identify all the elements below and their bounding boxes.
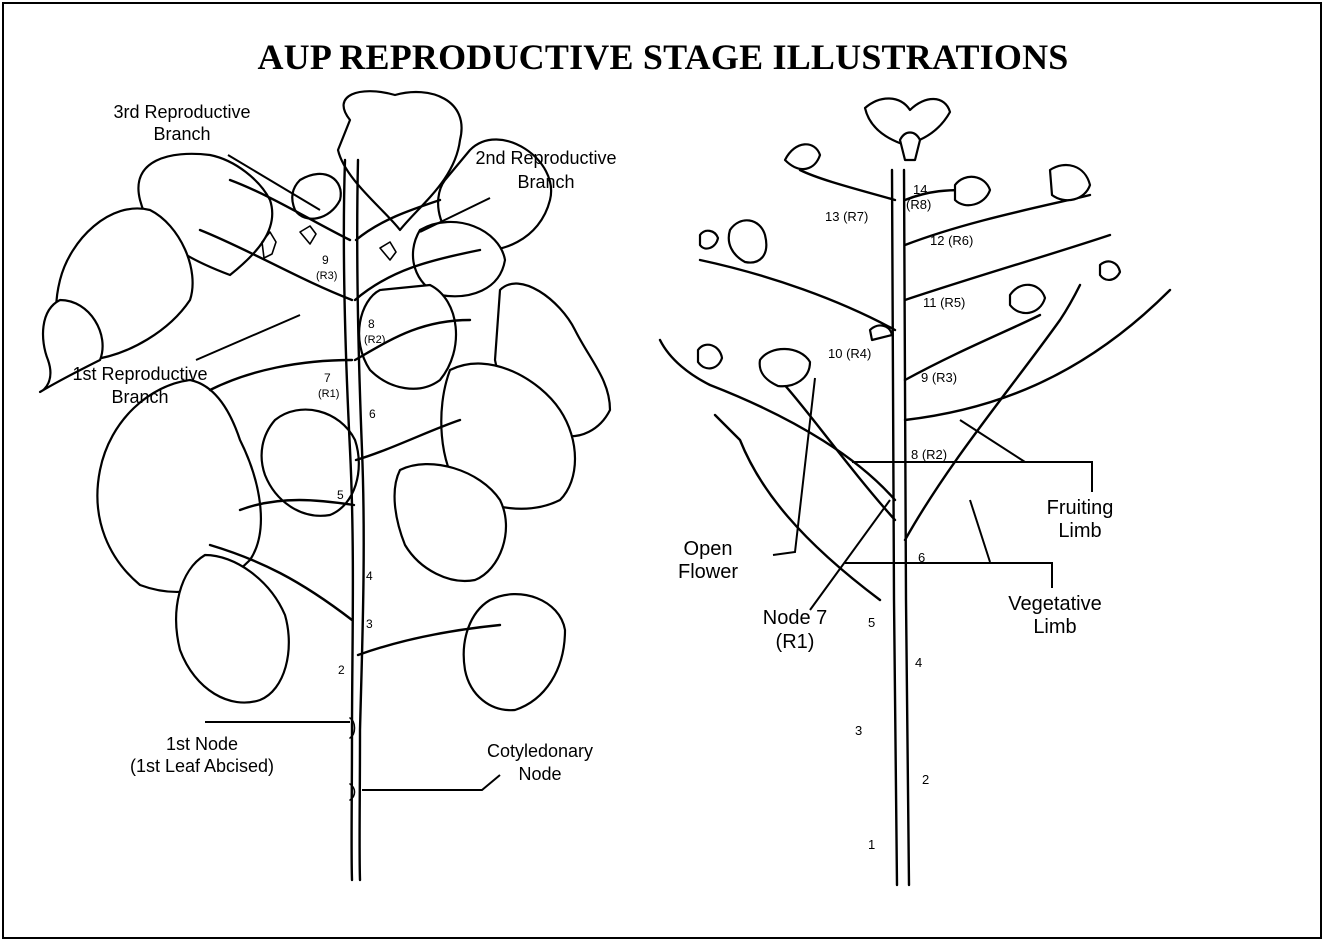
left-node-6: 6: [369, 407, 376, 421]
left-node-2: 2: [338, 663, 345, 677]
fruiting-limb-label-line1: Fruiting: [1047, 497, 1114, 519]
right-node-8: 8 (R2): [911, 447, 947, 462]
node7-label-line2: (R1): [776, 631, 815, 653]
left-main-stem: [344, 160, 353, 880]
first-node-label-line2: (1st Leaf Abcised): [130, 756, 274, 776]
right-node-12: 12 (R6): [930, 233, 973, 248]
first-node-label-line1: 1st Node: [166, 734, 238, 754]
open-flower-label-line1: Open: [684, 538, 733, 560]
first-branch-label-line1: 1st Reproductive: [72, 364, 207, 384]
right-node-11: 11 (R5): [923, 295, 965, 310]
right-node-4: 4: [915, 655, 922, 670]
right-node-13: 13 (R7): [825, 209, 868, 224]
left-node-7: 7: [324, 371, 331, 385]
left-node-5: 5: [337, 488, 344, 502]
right-node-6: 6: [918, 550, 925, 565]
right-node-1: 1: [868, 837, 875, 852]
left-plant: 3rd Reproductive Branch 2nd Reproductive…: [40, 91, 617, 880]
node7-label-line1: Node 7: [763, 607, 828, 629]
vegetative-limb-label-line2: Limb: [1033, 616, 1076, 638]
cotyledonary-label-line2: Node: [518, 764, 561, 784]
right-node-14: 14: [913, 182, 927, 197]
left-node-3: 3: [366, 617, 373, 631]
cotyledonary-label-line1: Cotyledonary: [487, 741, 593, 761]
right-node-2: 2: [922, 772, 929, 787]
fruiting-limb-label-line2: Limb: [1058, 520, 1101, 542]
third-branch-label-line2: Branch: [153, 124, 210, 144]
third-branch-label-line1: 3rd Reproductive: [113, 102, 250, 122]
left-node-7-r1: (R1): [318, 388, 339, 400]
left-node-4: 4: [366, 569, 373, 583]
right-node-3: 3: [855, 723, 862, 738]
left-node-9-r3: (R3): [316, 270, 337, 282]
left-node-9: 9: [322, 253, 329, 267]
right-plant: Fruiting Limb Vegetative Limb Open Flowe…: [660, 98, 1170, 885]
right-node-14-r8: (R8): [906, 197, 931, 212]
right-main-stem: [892, 170, 897, 885]
first-branch-label-line2: Branch: [111, 387, 168, 407]
right-node-9: 9 (R3): [921, 370, 957, 385]
left-node-8-r2: (R2): [364, 334, 385, 346]
vegetative-limb-label-line1: Vegetative: [1008, 593, 1101, 615]
right-node-5: 5: [868, 615, 875, 630]
second-branch-label-line1: 2nd Reproductive: [475, 148, 616, 168]
right-node-10: 10 (R4): [828, 346, 871, 361]
second-branch-label-line2: Branch: [517, 172, 574, 192]
open-flower-label-line2: Flower: [678, 561, 738, 583]
left-node-8: 8: [368, 317, 375, 331]
